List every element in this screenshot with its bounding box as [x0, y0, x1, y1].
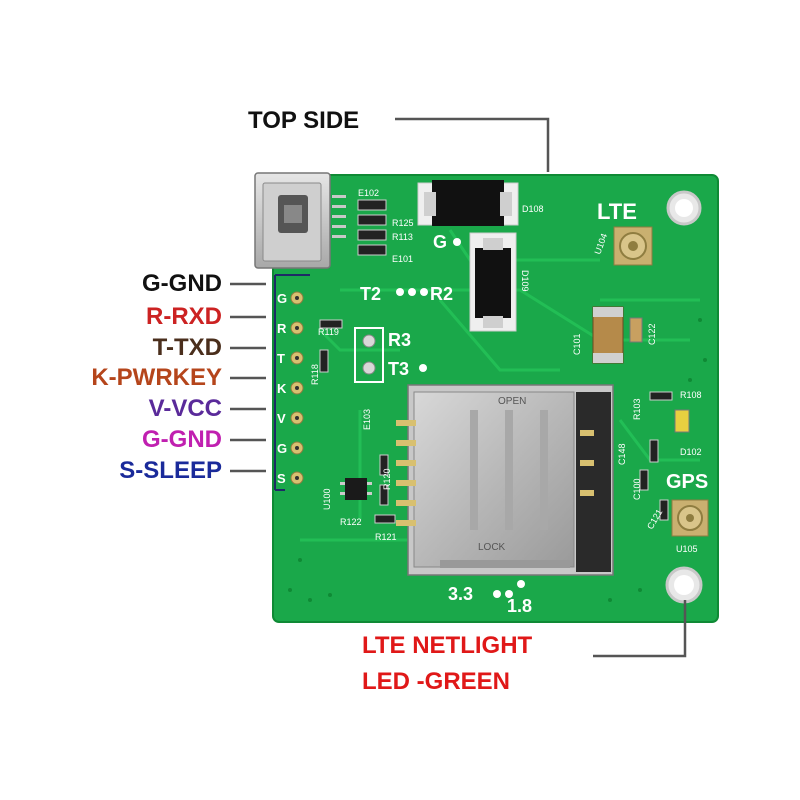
- silkscreen: LTE GPS G T2 R2 R3 T3 3.3 1.8: [360, 199, 708, 616]
- top-side-leader: [395, 117, 550, 172]
- silk-e102: E102: [358, 188, 379, 198]
- silk-u100: U100: [322, 488, 332, 510]
- pin-label-gnd-2: G-GND: [142, 426, 222, 453]
- silk-c148: C148: [617, 443, 627, 465]
- silk-r120: R120: [382, 468, 392, 490]
- silk-r121: R121: [375, 532, 397, 542]
- header-letter: K: [277, 381, 287, 396]
- header-letters: G R T K V G S: [277, 291, 287, 486]
- silk-r125: R125: [392, 218, 414, 228]
- pin-label-rxd: R-RXD: [146, 303, 222, 330]
- netlight-label-line1: LTE NETLIGHT: [362, 632, 533, 659]
- silk-r3: R3: [388, 330, 411, 350]
- silk-c122: C122: [647, 323, 657, 345]
- silk-d109: D109: [520, 270, 530, 292]
- capacitor-c101: [592, 306, 624, 364]
- header-letter: G: [277, 291, 287, 306]
- silk-r108: R108: [680, 390, 702, 400]
- gps-antenna-connector: [671, 499, 709, 537]
- silk-r119: R119: [318, 327, 339, 337]
- diode-d109: [469, 232, 517, 332]
- capacitor-c122: [629, 317, 643, 343]
- silk-e103: E103: [362, 409, 372, 430]
- header-letter: G: [277, 441, 287, 456]
- ic-u100: [340, 478, 372, 500]
- mount-hole-bottom-right: [665, 566, 703, 604]
- mount-hole-top-right: [666, 190, 702, 226]
- header-letter: S: [277, 471, 286, 486]
- r3-jumper-pads: [354, 327, 384, 383]
- netlight-label-line2: LED -GREEN: [362, 668, 511, 695]
- part-designators: E102 R125 R113 E101 D108 D109 U104 U105 …: [310, 188, 702, 554]
- pcb-vias: [288, 318, 707, 602]
- silk-r2: R2: [430, 284, 453, 304]
- test-pads: [396, 238, 525, 598]
- silk-3v3: 3.3: [448, 584, 473, 604]
- header-letter: T: [277, 351, 285, 366]
- sim-card-holder: [407, 384, 614, 576]
- silk-t3: T3: [388, 359, 409, 379]
- smd-right-cluster: [639, 391, 690, 521]
- netlight-leader: [593, 600, 687, 658]
- silk-r113: R113: [392, 232, 413, 242]
- micro-usb-connector: [254, 172, 331, 269]
- pin-label-txd: T-TXD: [152, 334, 222, 361]
- header-letter: V: [277, 411, 286, 426]
- pin-header: [288, 288, 306, 508]
- silk-g: G: [433, 232, 447, 252]
- pin-leaders: [230, 282, 266, 473]
- smd-r120-r122: [374, 454, 396, 524]
- smd-resistors-top: [357, 199, 387, 256]
- silk-d108: D108: [522, 204, 544, 214]
- sim-markings: OPEN LOCK: [478, 396, 526, 553]
- top-side-label: TOP SIDE: [248, 107, 360, 134]
- sim-lock: LOCK: [478, 542, 506, 553]
- silk-r103: R103: [632, 398, 642, 420]
- sim-open: OPEN: [498, 396, 526, 407]
- lte-antenna-connector: [613, 226, 653, 266]
- pin-label-gnd: G-GND: [142, 270, 222, 297]
- silk-c101: C101: [572, 333, 582, 355]
- diode-d108: [417, 180, 519, 226]
- silk-1v8: 1.8: [507, 596, 532, 616]
- silk-d102: D102: [680, 447, 702, 457]
- silk-r122: R122: [340, 517, 362, 527]
- sim-contacts: [396, 420, 594, 526]
- silk-t2: T2: [360, 284, 381, 304]
- silk-r118: R118: [310, 364, 320, 385]
- usb-pins: [332, 195, 346, 238]
- silk-u105: U105: [676, 544, 698, 554]
- pin-label-pwrkey: K-PWRKEY: [91, 364, 222, 391]
- pin-label-sleep: S-SLEEP: [119, 457, 222, 484]
- silk-e101: E101: [392, 254, 413, 264]
- silk-gps: GPS: [666, 471, 708, 493]
- silk-lte: LTE: [597, 199, 637, 224]
- header-letter: R: [277, 321, 287, 336]
- silk-c100: C100: [632, 478, 642, 500]
- smd-r118-r119: [319, 319, 343, 373]
- pin-label-vcc: V-VCC: [148, 395, 222, 422]
